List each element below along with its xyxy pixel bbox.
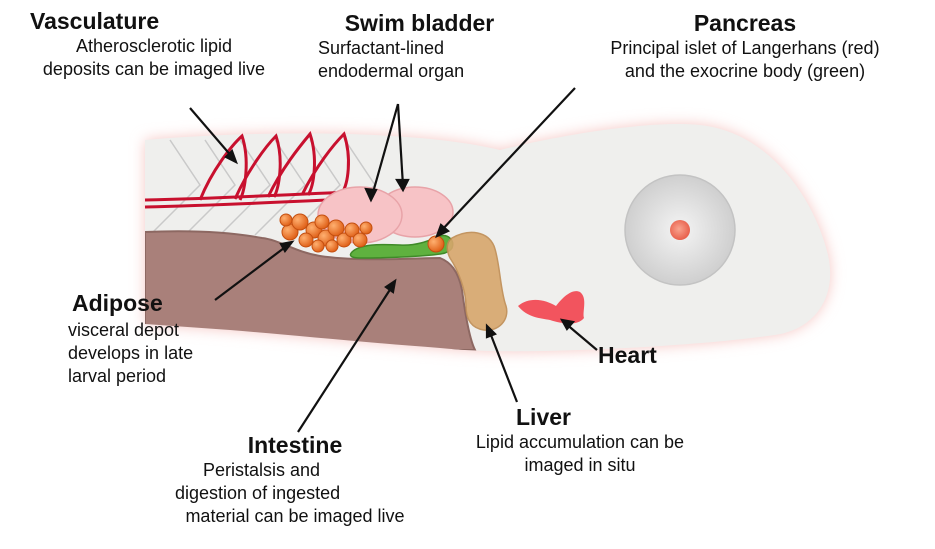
liver-label: Liver Lipid accumulation can be imaged i… <box>440 404 720 477</box>
vasculature-desc-1: Atherosclerotic lipid <box>4 35 304 58</box>
intestine-desc-2: digestion of ingested <box>160 482 430 505</box>
vasculature-desc-2: deposits can be imaged live <box>4 58 304 81</box>
intestine-label: Intestine Peristalsis and digestion of i… <box>160 432 430 528</box>
swim-bladder-label: Swim bladder Surfactant-lined endodermal… <box>312 10 527 83</box>
heart-label: Heart <box>598 342 708 369</box>
adipose-label: Adipose visceral depot develops in late … <box>68 290 258 388</box>
intestine-desc-1: Peristalsis and <box>160 459 430 482</box>
intestine-title: Intestine <box>160 432 430 459</box>
pancreas-label: Pancreas Principal islet of Langerhans (… <box>565 10 925 83</box>
liver-title: Liver <box>440 404 720 431</box>
pancreas-title: Pancreas <box>565 10 925 37</box>
adipose-desc-3: larval period <box>68 365 258 388</box>
pancreas-desc-2: and the exocrine body (green) <box>565 60 925 83</box>
adipose-desc-2: develops in late <box>68 342 258 365</box>
heart-title: Heart <box>598 342 708 369</box>
liver-desc-1: Lipid accumulation can be <box>440 431 720 454</box>
adipose-desc-1: visceral depot <box>68 319 258 342</box>
eye-pupil <box>670 220 690 240</box>
liver-desc-2: imaged in situ <box>440 454 720 477</box>
swim-bladder-desc-1: Surfactant-lined <box>312 37 527 60</box>
swim-bladder-title: Swim bladder <box>312 10 527 37</box>
adipose-title: Adipose <box>68 290 258 317</box>
vasculature-title: Vasculature <box>4 8 304 35</box>
swim-bladder-desc-2: endodermal organ <box>312 60 527 83</box>
vasculature-label: Vasculature Atherosclerotic lipid deposi… <box>4 8 304 81</box>
pancreas-desc-1: Principal islet of Langerhans (red) <box>565 37 925 60</box>
intestine-desc-3: material can be imaged live <box>160 505 430 528</box>
principal-islet <box>428 236 444 252</box>
